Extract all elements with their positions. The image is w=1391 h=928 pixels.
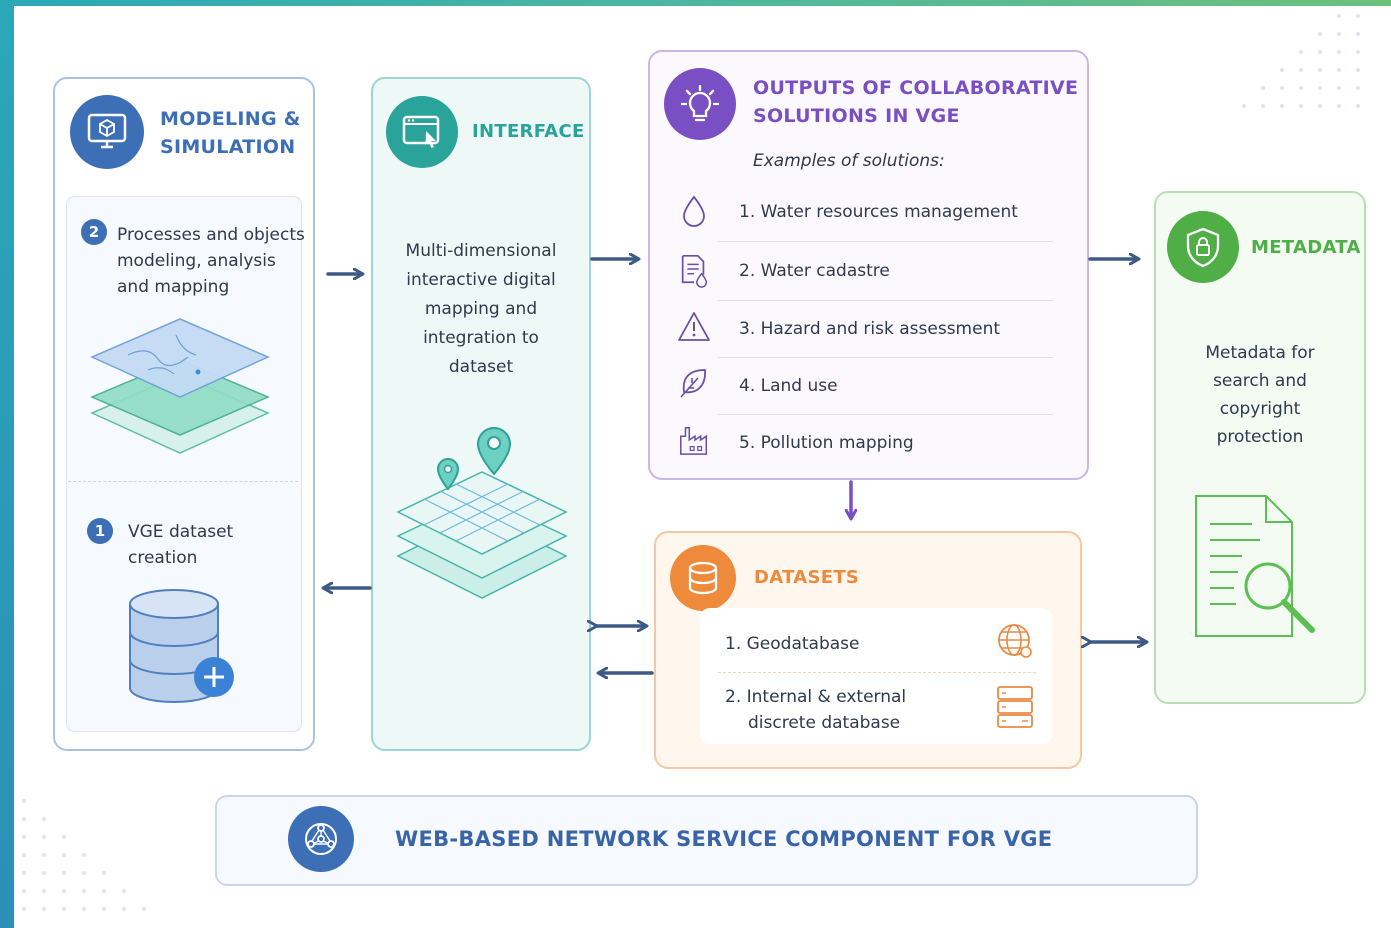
- output-divider: [718, 300, 1053, 301]
- metadata-desc-line3: copyright: [1219, 399, 1301, 419]
- outputs-title-line2: SOLUTIONS IN VGE: [753, 105, 960, 127]
- metadata-desc-line2: search and: [1213, 371, 1307, 391]
- browser-cursor-icon: [386, 96, 458, 168]
- web-service-bar: [215, 795, 1198, 886]
- metadata-desc-line4: protection: [1216, 427, 1304, 447]
- dataset-item-2-line2: discrete database: [748, 713, 901, 733]
- interface-desc-line2: interactive digital: [406, 270, 556, 290]
- dataset-item-2-line1: 2. Internal & external: [725, 687, 907, 707]
- output-divider: [718, 414, 1053, 415]
- output-item-label: 5. Pollution mapping: [739, 433, 914, 453]
- output-item-3: 3. Hazard and risk assessment: [718, 301, 1053, 358]
- grid-map-pins-illustration: [396, 426, 568, 599]
- datasets-divider: [718, 672, 1036, 673]
- warning-icon: [678, 312, 710, 341]
- step-1-line2: creation: [128, 548, 198, 568]
- lightbulb-icon: [664, 68, 736, 140]
- output-item-5: 5. Pollution mapping: [718, 415, 1053, 472]
- output-item-label: 3. Hazard and risk assessment: [739, 319, 1001, 339]
- metadata-title: METADATA: [1251, 237, 1361, 258]
- dataset-item-1-label: 1. Geodatabase: [725, 634, 860, 654]
- computer-cube-icon: [70, 95, 144, 169]
- step-2-line3: and mapping: [117, 277, 230, 297]
- interface-title: INTERFACE: [472, 121, 585, 142]
- metadata-desc-line1: Metadata for: [1205, 343, 1315, 363]
- network-icon: [288, 806, 354, 872]
- output-divider: [718, 357, 1053, 358]
- shield-lock-icon: [1167, 211, 1239, 283]
- interface-desc-line1: Multi-dimensional: [405, 241, 557, 261]
- output-item-1: 1. Water resources management: [718, 184, 1053, 241]
- decorative-dots-bottom-left: [22, 795, 192, 925]
- outputs-title-line1: OUTPUTS OF COLLABORATIVE: [753, 77, 1079, 99]
- modeling-title-line2: SIMULATION: [160, 136, 296, 158]
- factory-icon: [680, 426, 708, 455]
- interface-desc-line5: dataset: [448, 357, 514, 377]
- step-1-line1: VGE dataset: [128, 522, 234, 542]
- top-accent-bar: [0, 0, 1391, 6]
- datasets-list-card: [700, 608, 1052, 744]
- database-icon: [670, 545, 736, 611]
- modeling-divider: [68, 481, 298, 482]
- output-item-label: 2. Water cadastre: [739, 261, 890, 281]
- document-search-icon: [1195, 495, 1315, 637]
- outputs-subtitle: Examples of solutions:: [753, 151, 945, 171]
- step-2-line2: modeling, analysis: [117, 251, 276, 271]
- step-2-line1: Processes and objects: [117, 225, 305, 245]
- web-service-title: WEB-BASED NETWORK SERVICE COMPONENT FOR …: [395, 827, 1053, 851]
- modeling-title-line1: MODELING &: [160, 108, 301, 130]
- interface-desc-line4: integration to: [423, 328, 539, 348]
- layered-map-illustration: [90, 318, 270, 454]
- output-item-4: 4. Land use: [718, 358, 1053, 415]
- step-1-badge: 1: [87, 518, 113, 544]
- output-item-label: 1. Water resources management: [739, 202, 1018, 222]
- decorative-dots-top-right: [1225, 14, 1375, 124]
- leaf-icon: [680, 369, 706, 398]
- output-item-2: 2. Water cadastre: [718, 243, 1053, 300]
- interface-panel: [371, 77, 591, 751]
- step-2-badge: 2: [81, 219, 107, 245]
- interface-desc-line3: mapping and: [424, 299, 538, 319]
- output-item-label: 4. Land use: [739, 376, 838, 396]
- datasets-title: DATASETS: [754, 567, 860, 588]
- left-accent-bar: [0, 0, 14, 928]
- globe-icon: [998, 624, 1032, 658]
- output-divider: [718, 241, 1053, 242]
- server-icon: [997, 686, 1033, 728]
- database-add-icon: [129, 589, 234, 703]
- water-drop-icon: [683, 195, 705, 227]
- document-drop-icon: [681, 254, 708, 288]
